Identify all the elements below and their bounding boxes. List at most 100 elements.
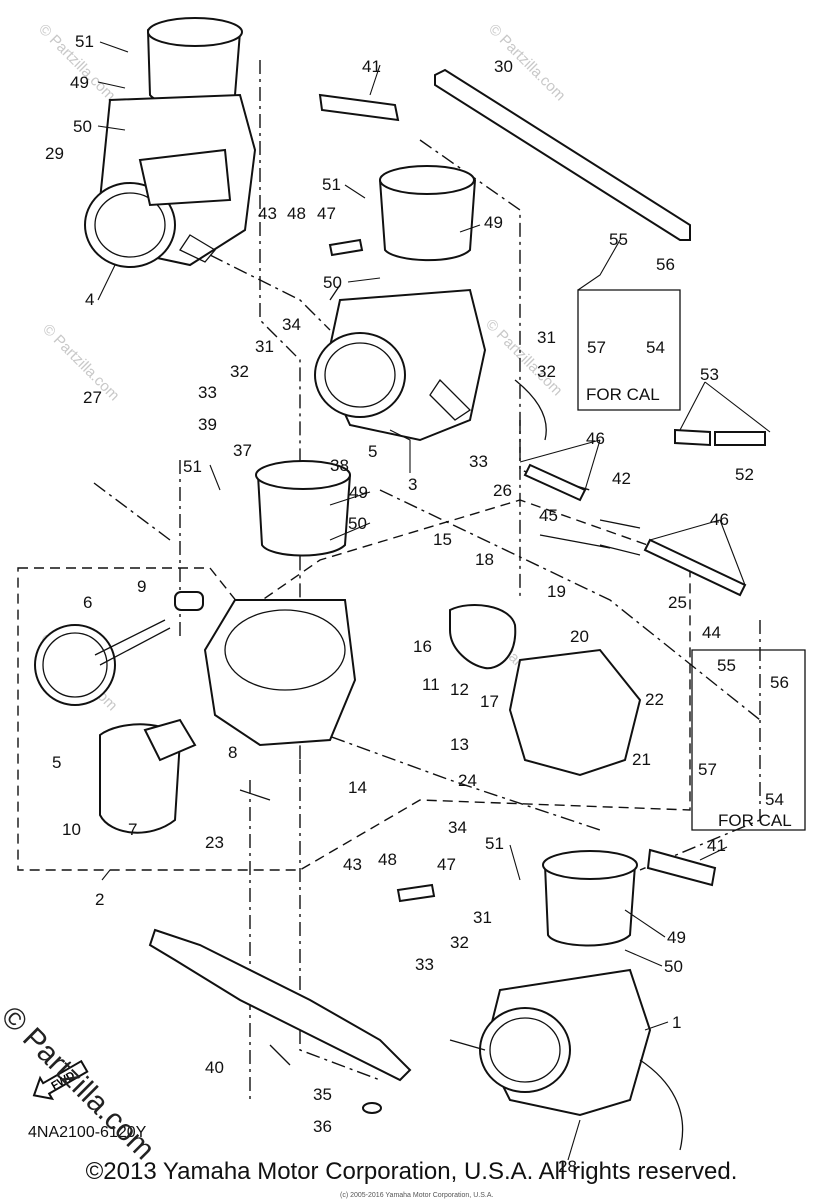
callout-55: 55 [717, 656, 736, 675]
callout-56: 56 [770, 673, 789, 692]
carburetor-4 [84, 17, 257, 268]
small-parts [94, 93, 717, 1114]
callout-4: 4 [85, 290, 94, 309]
callout-27: 27 [83, 388, 102, 407]
assembly-lines [89, 60, 761, 1100]
callout-57: 57 [587, 338, 606, 357]
callout-24: 24 [458, 771, 477, 790]
callout-11: 11 [422, 675, 440, 694]
callout-26: 26 [493, 481, 512, 500]
callout-7: 7 [128, 820, 137, 839]
callout-54: 54 [646, 338, 665, 357]
for-cal-label: FOR CAL [586, 385, 660, 404]
callout-54: 54 [765, 790, 784, 809]
callout-32: 32 [450, 933, 469, 952]
callout-51: 51 [183, 457, 202, 476]
callout-53: 53 [700, 365, 719, 384]
callout-19: 19 [547, 582, 566, 601]
callout-13: 13 [450, 735, 469, 754]
callout-31: 31 [537, 328, 556, 347]
callout-43: 43 [258, 204, 277, 223]
carburetor-2 [34, 460, 357, 834]
callout-25: 25 [668, 593, 687, 612]
callout-40: 40 [205, 1058, 224, 1077]
callout-50: 50 [664, 957, 683, 976]
callout-48: 48 [378, 850, 397, 869]
callout-31: 31 [255, 337, 274, 356]
float [449, 604, 517, 670]
carburetor-1 [449, 850, 684, 1151]
callout-50: 50 [323, 273, 342, 292]
hoses [328, 238, 766, 903]
diagram-code: 4NA2100-6120Y [28, 1124, 147, 1141]
callout-35: 35 [313, 1085, 332, 1104]
callout-21: 21 [632, 750, 651, 769]
callout-46: 46 [586, 429, 605, 448]
callout-33: 33 [469, 452, 488, 471]
callout-18: 18 [475, 550, 494, 569]
callout-23: 23 [205, 833, 224, 852]
callout-44: 44 [702, 623, 721, 642]
callout-9: 9 [137, 577, 146, 596]
callout-51: 51 [75, 32, 94, 51]
callout-29: 29 [45, 144, 64, 163]
callout-45: 45 [539, 506, 558, 525]
callout-30: 30 [494, 57, 513, 76]
callout-22: 22 [645, 690, 664, 709]
callout-56: 56 [656, 255, 675, 274]
callout-2: 2 [95, 890, 104, 909]
callout-6: 6 [83, 593, 92, 612]
callout-16: 16 [413, 637, 432, 656]
callout-50: 50 [73, 117, 92, 136]
callout-5: 5 [52, 753, 61, 772]
callout-12: 12 [450, 680, 469, 699]
callout-34: 34 [282, 315, 301, 334]
callout-20: 20 [570, 627, 589, 646]
callout-51: 51 [485, 834, 504, 853]
callout-1: 1 [672, 1013, 681, 1032]
leader-lines [97, 41, 771, 1161]
callout-57: 57 [698, 760, 717, 779]
copyright-notice: ©2013 Yamaha Motor Corporation, U.S.A. A… [85, 1158, 738, 1185]
callout-46: 46 [710, 510, 729, 529]
throttle-linkage-bracket [148, 928, 412, 1082]
callout-10: 10 [62, 820, 81, 839]
callout-33: 33 [198, 383, 217, 402]
callout-41: 41 [362, 57, 381, 76]
callout-31: 31 [473, 908, 492, 927]
carburetor-3 [314, 165, 547, 442]
callout-49: 49 [70, 73, 89, 92]
callout-50: 50 [348, 514, 367, 533]
callout-37: 37 [233, 441, 252, 460]
callout-49: 49 [349, 483, 368, 502]
callout-39: 39 [198, 415, 217, 434]
callout-8: 8 [228, 743, 237, 762]
callout-34: 34 [448, 818, 467, 837]
callout-14: 14 [348, 778, 367, 797]
callout-49: 49 [484, 213, 503, 232]
for-cal-label: FOR CAL [718, 811, 792, 830]
callout-42: 42 [612, 469, 631, 488]
callout-43: 43 [343, 855, 362, 874]
callout-48: 48 [287, 204, 306, 223]
callout-51: 51 [322, 175, 341, 194]
callout-52: 52 [735, 465, 754, 484]
callout-55: 55 [609, 230, 628, 249]
for-cal-box-top [577, 289, 681, 411]
callout-47: 47 [317, 204, 336, 223]
callout-17: 17 [480, 692, 499, 711]
for-cal-box-bottom [691, 649, 806, 831]
callout-49: 49 [667, 928, 686, 947]
float-chamber [508, 648, 642, 777]
watermark: © Partzilla.com [39, 321, 122, 404]
callouts: 1 2 3 4 5 5 6 7 8 9 10 11 12 13 14 15 16… [45, 32, 789, 1176]
small-print: (c) 2005-2016 Yamaha Motor Corporation, … [340, 1192, 494, 1199]
mounting-rail [434, 68, 691, 241]
callout-32: 32 [230, 362, 249, 381]
callout-36: 36 [313, 1117, 332, 1136]
callout-33: 33 [415, 955, 434, 974]
callout-15: 15 [433, 530, 452, 549]
callout-47: 47 [437, 855, 456, 874]
callout-28: 28 [558, 1157, 577, 1176]
